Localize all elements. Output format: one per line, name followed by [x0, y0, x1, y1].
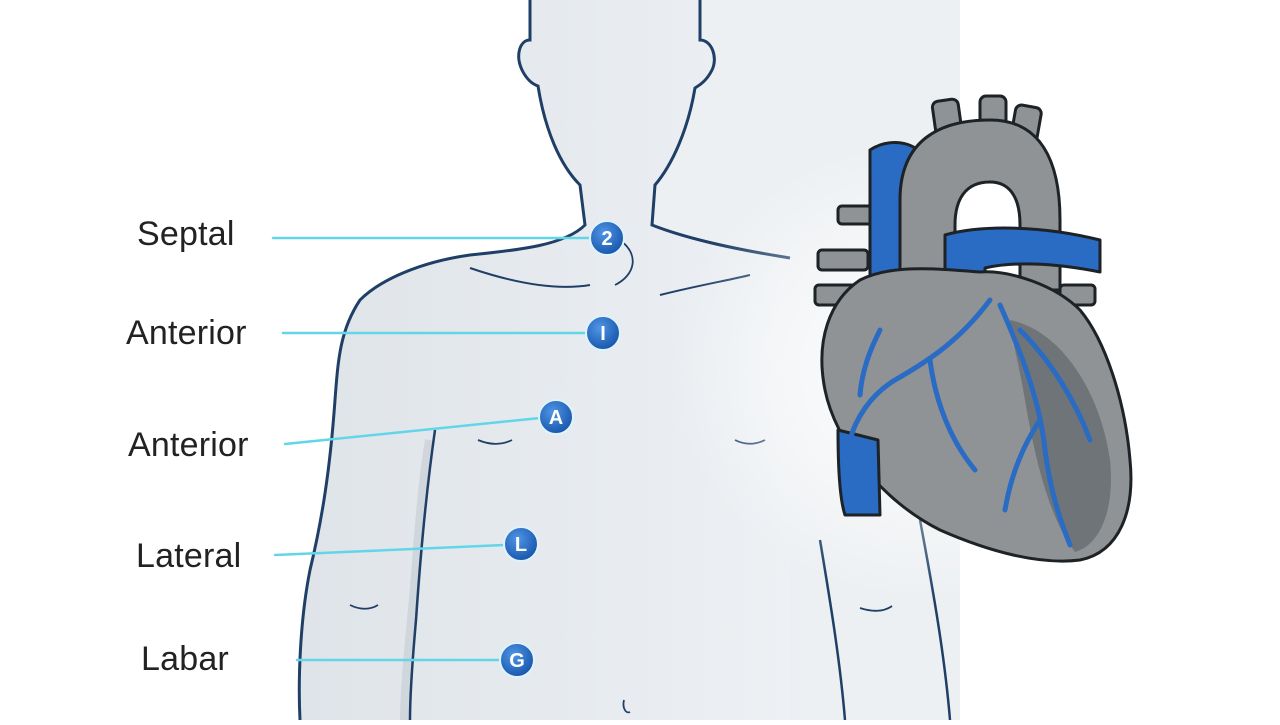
marker-lateral: L [503, 526, 539, 562]
label-anterior-2: Anterior [128, 426, 249, 464]
svg-text:2: 2 [601, 228, 612, 250]
svg-text:A: A [549, 407, 563, 429]
connector-anterior-2 [283, 416, 542, 446]
svg-text:G: G [509, 650, 525, 672]
marker-anterior-2: A [538, 399, 574, 435]
label-lateral: Lateral [136, 537, 242, 575]
label-anterior-1: Anterior [126, 314, 247, 352]
svg-text:I: I [600, 323, 606, 345]
label-labar: Labar [141, 640, 229, 678]
electrode-markers: 2 I A L G [499, 220, 625, 678]
marker-labar: G [499, 642, 535, 678]
marker-septal: 2 [589, 220, 625, 256]
connector-lateral [273, 543, 506, 557]
label-septal: Septal [137, 215, 235, 253]
connector-lines [271, 236, 592, 662]
marker-anterior-1: I [585, 315, 621, 351]
heart-illustration [813, 94, 1133, 563]
svg-text:L: L [515, 534, 527, 556]
